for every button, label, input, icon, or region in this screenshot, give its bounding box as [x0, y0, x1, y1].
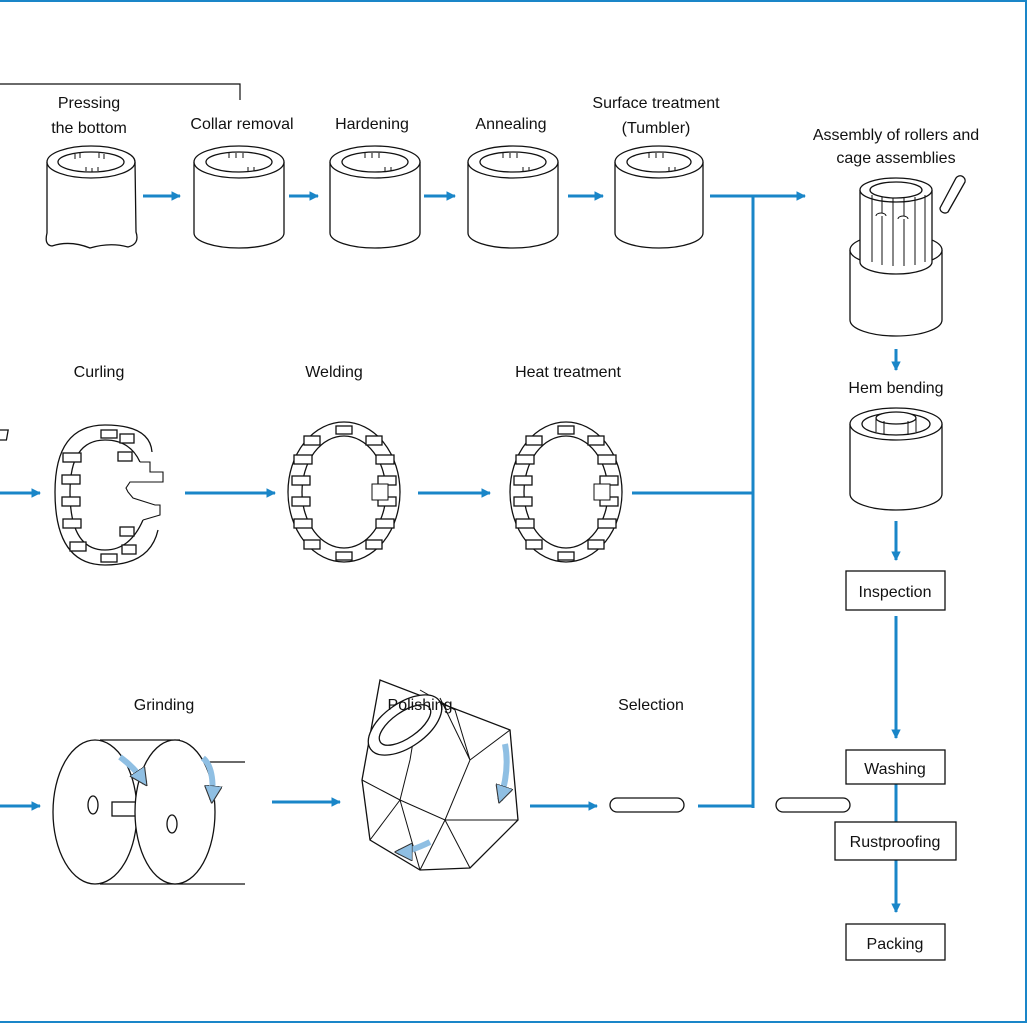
- label-hem-bending: Hem bending: [848, 380, 943, 397]
- welded-cage-shape: [287, 421, 401, 563]
- label-surface-line2: (Tumbler): [622, 120, 691, 137]
- label-heat-treatment: Heat treatment: [515, 364, 621, 381]
- label-collar-removal: Collar removal: [190, 116, 293, 133]
- washing-box: Washing: [845, 749, 946, 785]
- flow-arrows: [0, 191, 901, 913]
- label-surface-line1: Surface treatment: [592, 95, 720, 112]
- grinding-wheels-shape: [52, 739, 245, 885]
- roller-washing-shape: [775, 797, 851, 813]
- heat-treated-cage-shape: [509, 421, 623, 563]
- rustproofing-label: Rustproofing: [850, 834, 941, 851]
- label-assembly-line1: Assembly of rollers and: [813, 127, 979, 144]
- collar-removed-cup-shape: [193, 145, 285, 249]
- hardened-cup-shape: [329, 145, 421, 249]
- label-grinding: Grinding: [134, 697, 194, 714]
- inspection-label: Inspection: [859, 584, 932, 601]
- label-hardening: Hardening: [335, 116, 409, 133]
- label-assembly-line2: cage assemblies: [836, 150, 955, 167]
- tumbled-cup-shape: [614, 145, 704, 249]
- label-pressing-line2: the bottom: [51, 120, 127, 137]
- label-polishing: Polishing: [388, 697, 453, 714]
- label-selection: Selection: [618, 697, 684, 714]
- washing-label: Washing: [864, 761, 926, 778]
- polishing-barrel-shape: [361, 679, 519, 871]
- label-annealing: Annealing: [475, 116, 546, 133]
- curling-cage-shape: [0, 424, 164, 566]
- rustproofing-box: Rustproofing: [834, 821, 957, 861]
- label-welding: Welding: [305, 364, 363, 381]
- label-curling: Curling: [74, 364, 125, 381]
- top-bracket-line: [0, 83, 241, 100]
- pressed-cup-shape: [45, 145, 138, 249]
- inspection-box: Inspection: [845, 570, 946, 611]
- hem-bent-bearing-shape: [849, 407, 943, 511]
- label-pressing-line1: Pressing: [58, 95, 120, 112]
- packing-box: Packing: [845, 923, 946, 961]
- packing-label: Packing: [867, 936, 924, 953]
- roller-selection-shape: [609, 797, 685, 813]
- annealed-cup-shape: [467, 145, 559, 249]
- assembly-shape: [849, 175, 966, 337]
